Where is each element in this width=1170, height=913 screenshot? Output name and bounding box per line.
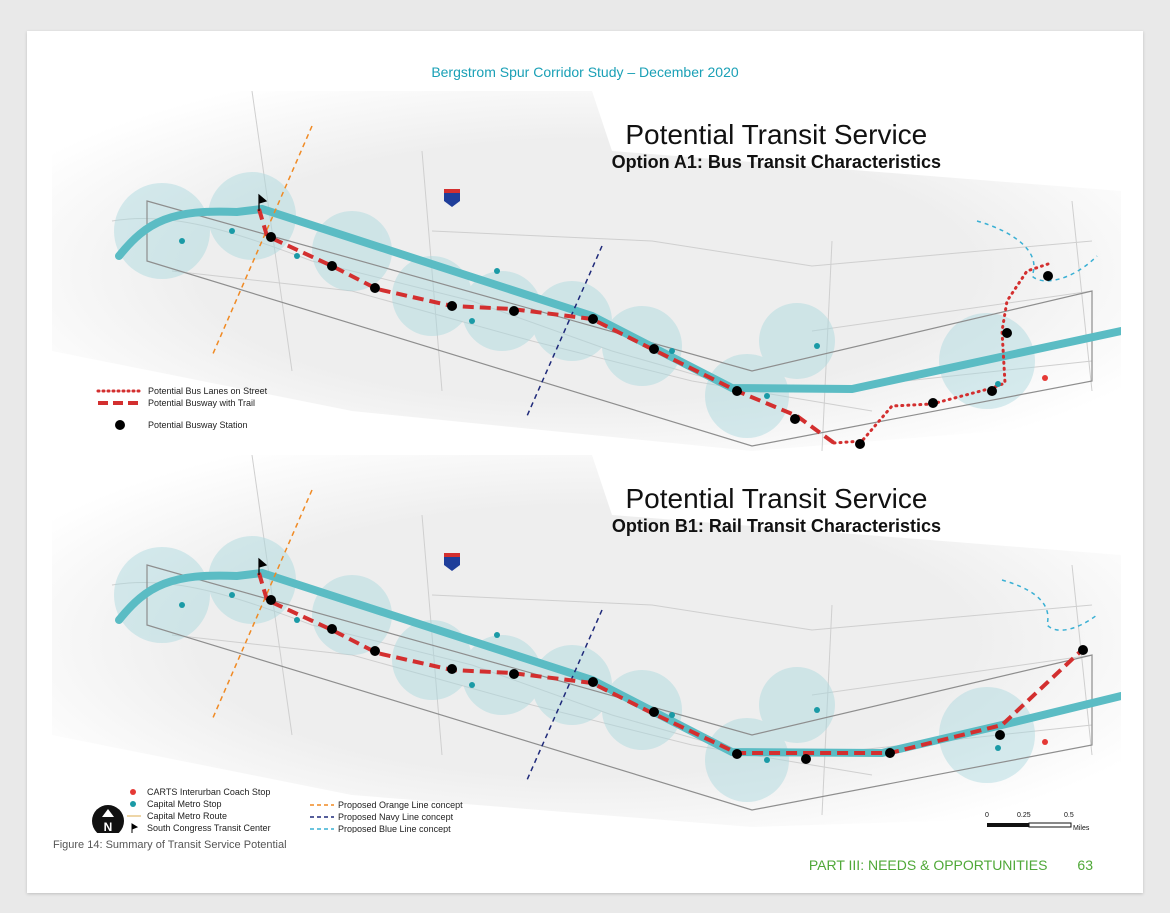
transit-center-flag-icon [258,193,268,211]
map-a-title: Potential Transit Service [625,119,928,150]
map-option-b1: Potential Transit Service Option B1: Rai… [52,455,1121,833]
map-b-title-block: Potential Transit Service Option B1: Rai… [612,483,941,537]
map-b-title: Potential Transit Service [625,483,928,514]
page-number: 63 [1077,857,1093,873]
rail-stations [266,595,1088,764]
north-arrow-icon: N [92,805,124,833]
page-footer: PART III: NEEDS & OPPORTUNITIES 63 [809,857,1093,873]
map-a-title-block: Potential Transit Service Option A1: Bus… [612,119,941,173]
svg-text:N: N [104,820,113,833]
map-b-base [52,455,1121,833]
document-page: Bergstrom Spur Corridor Study – December… [27,31,1143,893]
north-arrow: N [91,804,125,833]
map-option-a1: Potential Transit Service Option A1: Bus… [52,91,1121,459]
figure-caption: Figure 14: Summary of Transit Service Po… [53,839,287,851]
document-header: Bergstrom Spur Corridor Study – December… [431,64,739,80]
transit-center-flag-icon [258,557,268,575]
map-b-subtitle: Option B1: Rail Transit Characteristics [611,516,941,536]
map-a-subtitle: Option A1: Bus Transit Characteristics [611,152,941,172]
map-a-base [52,91,1121,459]
busway-stations [266,232,1053,449]
flag-icon [131,823,139,833]
footer-section: PART III: NEEDS & OPPORTUNITIES [808,857,1048,873]
